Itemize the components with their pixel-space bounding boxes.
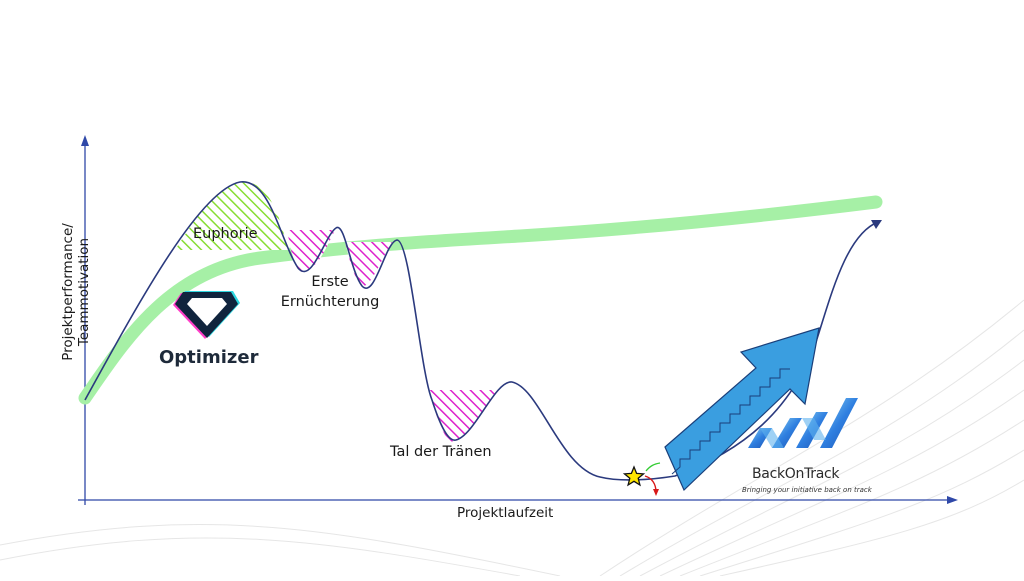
x-axis-arrowhead: [947, 496, 958, 504]
curved-arrow-icon: [644, 462, 661, 496]
ernuechterung-label-line2: Ernüchterung: [280, 294, 380, 310]
axes: [78, 135, 958, 505]
euphorie-area: [175, 181, 288, 250]
tal-label: Tal der Tränen: [390, 444, 492, 460]
ernuechterung-label-line1: Erste: [311, 274, 349, 290]
star-icon: [622, 465, 646, 487]
x-axis-label: Projektlaufzeit: [457, 505, 554, 521]
y-axis-label-line2: Teammotivation: [76, 237, 92, 347]
y-axis-arrowhead: [81, 135, 89, 146]
disillusion-area-1: [287, 230, 335, 272]
euphorie-label: Euphorie: [193, 226, 258, 242]
motivation-band: [78, 195, 883, 405]
performance-curve-arrowhead: [871, 220, 882, 229]
upward-arrow-icon: [664, 327, 820, 492]
optimizer-gem-icon: [173, 291, 240, 339]
optimizer-logo-text: Optimizer: [159, 347, 259, 368]
y-axis-label-line1: Projektperformance/: [60, 223, 76, 361]
backontrack-tagline: Bringing your initiative back on track: [742, 486, 872, 494]
y-axis-label: Projektperformance/ Teammotivation: [60, 192, 92, 392]
valley-area: [430, 390, 498, 442]
backontrack-logo-icon: [748, 398, 858, 448]
background-wave-lines: [0, 299, 1024, 577]
ernuechterung-label: Erste Ernüchterung: [264, 272, 396, 312]
backontrack-logo-text: BackOnTrack: [752, 466, 840, 482]
